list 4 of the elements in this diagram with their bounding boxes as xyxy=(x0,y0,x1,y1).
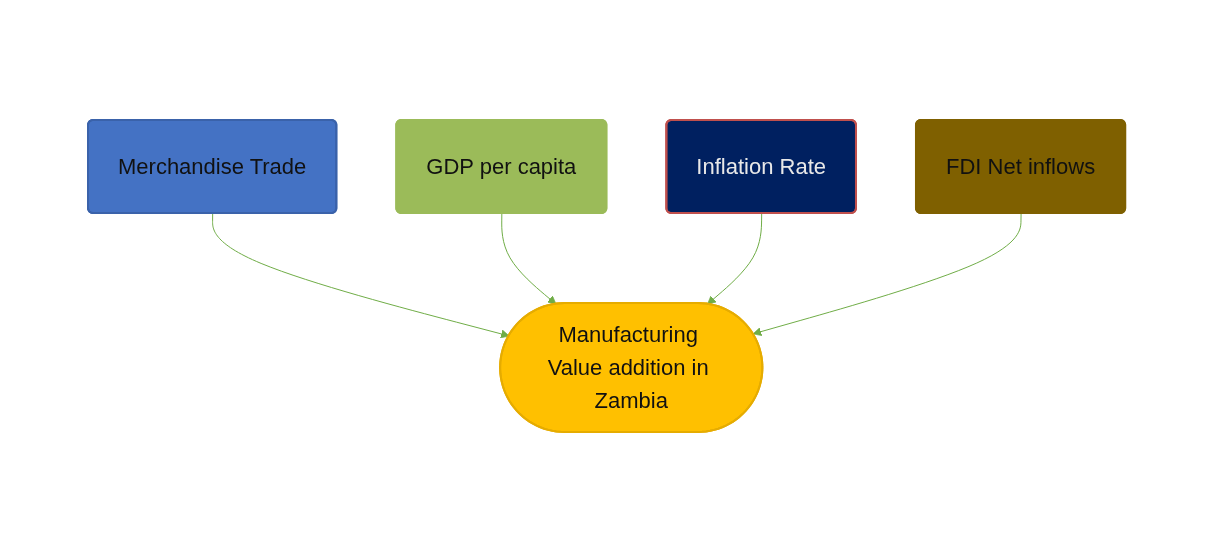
arrow xyxy=(707,213,763,305)
arrow xyxy=(753,213,1022,336)
arrow xyxy=(212,213,510,339)
arrow xyxy=(501,213,557,305)
